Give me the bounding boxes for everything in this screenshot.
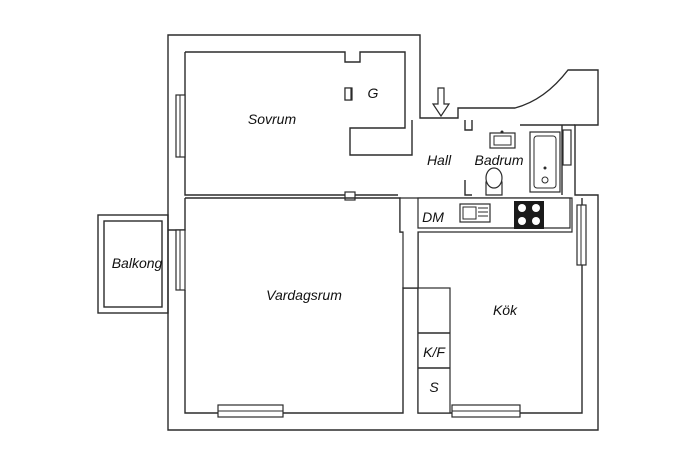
label-vardagsrum: Vardagsrum — [266, 287, 342, 303]
exterior-walls — [167, 34, 599, 431]
kitchen-counter — [399, 197, 573, 414]
balcony — [97, 214, 169, 314]
bathroom-fixtures — [485, 130, 561, 196]
wardrobe — [344, 87, 352, 101]
label-kf: K/F — [423, 344, 446, 360]
down-arrow-icon — [431, 87, 451, 118]
window-badrum — [562, 129, 572, 166]
kitchen-cabinets — [417, 287, 451, 414]
room-labels: Sovrum G Hall Badrum DM Balkong Vardagsr… — [112, 85, 524, 395]
label-sovrum: Sovrum — [248, 111, 297, 127]
windows — [175, 94, 587, 418]
label-badrum: Badrum — [474, 152, 523, 168]
stove-icon — [514, 201, 544, 229]
label-dm: DM — [422, 209, 444, 225]
label-hall: Hall — [427, 152, 452, 168]
label-balkong: Balkong — [112, 255, 163, 271]
toilet-icon — [485, 167, 503, 189]
bathtub-icon — [529, 131, 561, 193]
label-kok: Kök — [493, 302, 518, 318]
label-g: G — [368, 85, 379, 101]
column — [344, 191, 356, 201]
label-s: S — [429, 379, 439, 395]
